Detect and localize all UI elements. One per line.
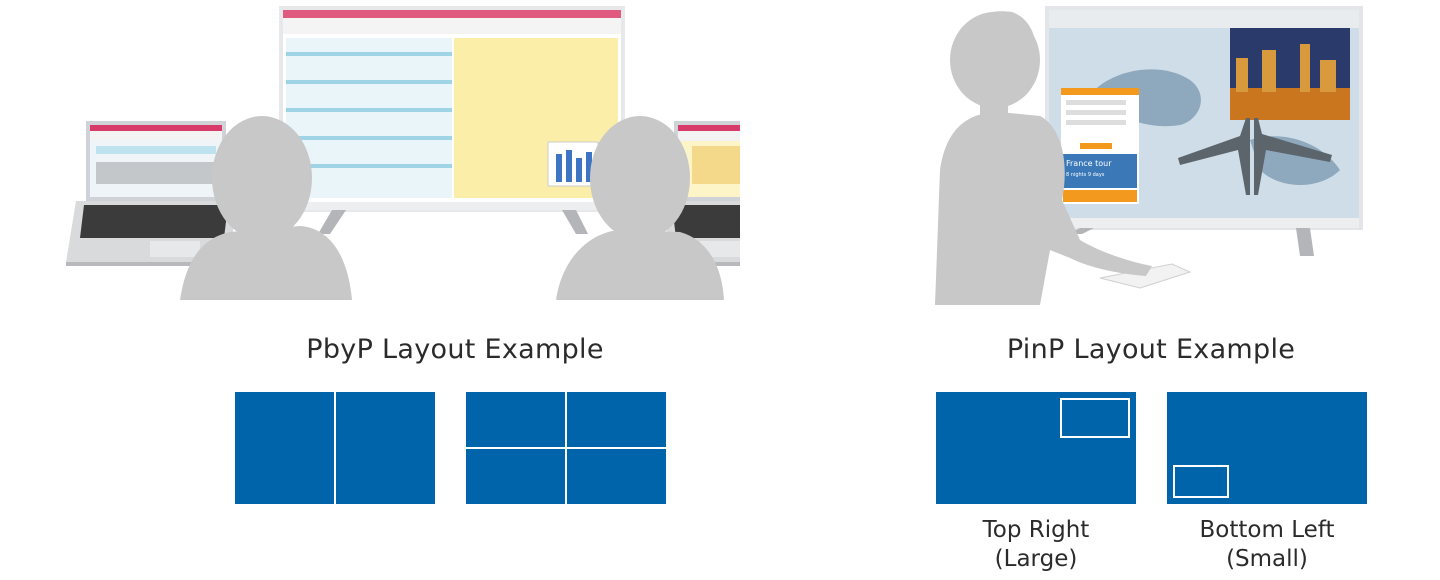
pbyp-illustration	[66, 6, 740, 300]
horizontal-divider	[466, 447, 666, 449]
left-person-silhouette	[180, 116, 352, 300]
left-laptop	[66, 121, 236, 266]
tour-banner-title: France tour	[1066, 159, 1112, 168]
caption-line1: Bottom Left	[1199, 517, 1335, 543]
caption-bottom-left-small: Bottom Left (Small)	[1167, 516, 1367, 574]
pbyp-heading: PbyP Layout Example	[306, 334, 604, 365]
caption-top-right-large: Top Right (Large)	[936, 516, 1136, 574]
pinp-inset-window-large	[1060, 398, 1130, 438]
pinp-inset-window-small	[1173, 465, 1229, 498]
pinp-illustration: France tour 8 nights 9 days	[935, 6, 1363, 305]
pinp-top-right-large-diagram	[936, 392, 1136, 504]
pinp-bottom-left-small-diagram	[1167, 392, 1367, 504]
pinp-heading: PinP Layout Example	[1006, 334, 1296, 365]
caption-line1: Top Right	[982, 517, 1090, 543]
tour-banner-sub: 8 nights 9 days	[1066, 172, 1105, 178]
pbyp-four-split-diagram	[466, 392, 666, 504]
caption-line2: (Small)	[1226, 546, 1308, 572]
right-person-silhouette	[556, 116, 724, 300]
vertical-divider	[334, 392, 336, 504]
right-monitor: France tour 8 nights 9 days	[1045, 6, 1363, 256]
pbyp-two-split-diagram	[235, 392, 435, 504]
woman-silhouette	[935, 11, 1152, 305]
center-monitor	[279, 6, 625, 234]
caption-line2: (Large)	[994, 546, 1078, 572]
